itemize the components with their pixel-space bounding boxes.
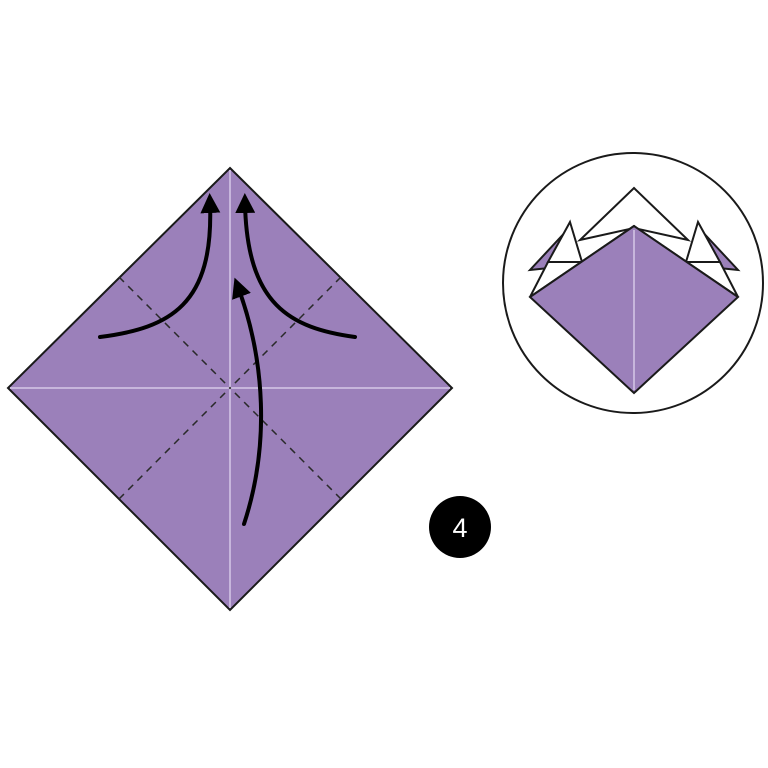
fold-line-upper-left	[118, 276, 231, 389]
fold-line-lower-left	[118, 387, 231, 500]
fold-line-upper-right	[229, 276, 342, 389]
step-badge: 4	[429, 496, 491, 558]
step-badge-circle	[429, 496, 491, 558]
main-paper	[6, 166, 454, 612]
arrow-right-corner-up	[235, 193, 357, 339]
arrow-bottom-corner-up	[232, 277, 264, 526]
fold-line-lower-right	[229, 387, 342, 500]
result-preview	[502, 152, 764, 414]
arrow-left-corner-up	[98, 193, 221, 339]
fold-arrows	[98, 193, 357, 526]
step-number: 4	[452, 513, 467, 543]
